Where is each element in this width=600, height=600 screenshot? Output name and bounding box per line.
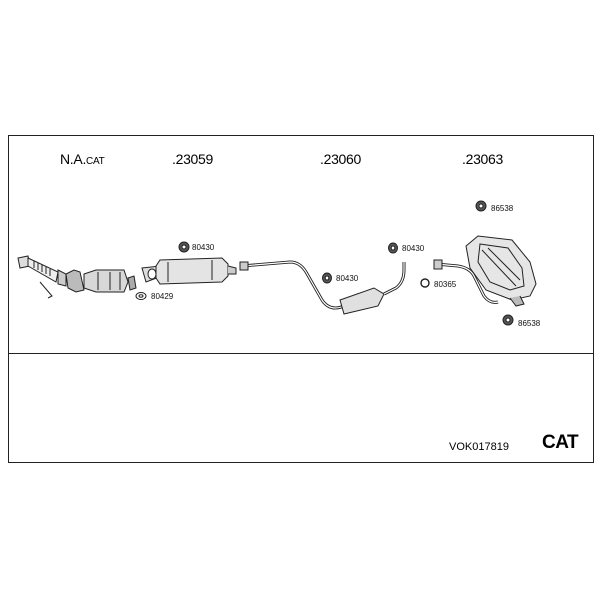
front-silencer xyxy=(141,257,237,285)
header-na-suffix: CAT xyxy=(86,156,105,167)
label-rear-mount-bottom: 86538 xyxy=(518,319,541,328)
header-group-1: .23059 xyxy=(172,151,214,167)
rubber-mount-mid-icon xyxy=(322,272,332,284)
header-group-2: .23060 xyxy=(320,151,362,167)
type-label: CAT xyxy=(542,432,579,453)
catalytic-converter xyxy=(65,269,137,293)
gasket-icon xyxy=(135,292,147,300)
label-rubber-mount-front: 80430 xyxy=(192,243,215,252)
rubber-mount-rear-icon xyxy=(388,242,398,254)
label-rear-mount-top: 86538 xyxy=(491,204,514,213)
diagram-divider xyxy=(8,353,594,354)
kit-code: VOK017819 xyxy=(449,441,509,453)
rear-mount-top-icon xyxy=(475,200,487,212)
label-clamp-ring: 80365 xyxy=(434,280,457,289)
header-group-3: .23063 xyxy=(462,151,504,167)
label-gasket: 80429 xyxy=(151,292,174,301)
rubber-mount-icon xyxy=(178,241,190,253)
label-rubber-mount-rear: 80430 xyxy=(402,244,425,253)
middle-pipe xyxy=(239,260,406,315)
clamp-ring-icon xyxy=(420,278,430,288)
rear-silencer xyxy=(433,235,537,307)
front-pipe xyxy=(17,255,67,299)
header-na-cat: N.A.CAT xyxy=(60,151,105,167)
label-rubber-mount-mid: 80430 xyxy=(336,274,359,283)
rear-mount-bottom-icon xyxy=(502,314,514,326)
header-na-main: N.A. xyxy=(60,151,87,167)
diagram-frame xyxy=(8,135,594,463)
